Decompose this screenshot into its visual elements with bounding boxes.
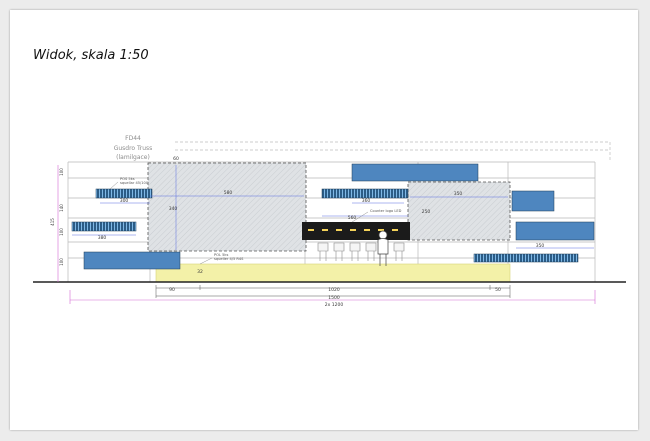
- dim-bottom-right-shelf: 350: [536, 243, 545, 249]
- dim-small-b: 32: [197, 269, 203, 275]
- dim-bottom-right-a: 50: [495, 287, 501, 293]
- dim-small-a: 60: [173, 156, 179, 162]
- dim-top-right-shelf: 360: [362, 198, 371, 204]
- right-screen-panel: [407, 181, 511, 241]
- top-note-line3: (lamilgace): [116, 154, 150, 161]
- bottom-dimension-lines: [155, 285, 511, 298]
- dim-big-screen-width: 580: [224, 190, 233, 196]
- chairs: [317, 242, 405, 261]
- dim-bottom-mid: 1020: [328, 287, 340, 293]
- dim-left-total: 415: [50, 218, 55, 226]
- left-shelf-note-l1: POS 5ks: [120, 177, 135, 181]
- dim-right-screen-height: 250: [422, 209, 431, 215]
- shelf-top-right: [351, 163, 479, 182]
- big-screen-panel: [147, 162, 307, 252]
- top-note-line1: FD44: [125, 135, 141, 142]
- blue-dimension-lines: [72, 165, 594, 250]
- top-note-line2: Gusdro Truss: [114, 145, 153, 152]
- shelf-left-top: [95, 188, 153, 199]
- dim-left-height-2: 140: [59, 204, 64, 212]
- left-shelf-note-l2: squellar 45/100: [120, 181, 149, 185]
- dim-left-height-1: 100: [59, 168, 64, 176]
- page-title: Widok, skala 1:50: [33, 48, 149, 63]
- dim-left-shelf-mid: 380: [98, 235, 107, 241]
- top-dashed-outline: [175, 141, 611, 162]
- counter-lights: [308, 229, 398, 231]
- floor-note-l2: squeller 4/5 R4S: [214, 257, 244, 261]
- dim-left-height-3: 100: [59, 228, 64, 236]
- floor-note-l1: POL 5ks: [214, 253, 229, 257]
- shelf-left-bottom: [83, 251, 181, 270]
- dim-bottom-total: 1500: [328, 295, 340, 301]
- annotation-leaders: [109, 181, 369, 265]
- left-shelf-note: POS 5ks squellar 45/100: [120, 177, 149, 185]
- product-shelves: [71, 163, 595, 270]
- top-note: FD44 Gusdro Truss (lamilgace): [114, 135, 153, 161]
- counter-note: Counter logo LED: [370, 209, 402, 213]
- shelf-mid-right: [321, 188, 409, 199]
- floor-note: POL 5ks squeller 4/5 R4S: [214, 253, 244, 261]
- dim-big-screen-height: 340: [169, 206, 178, 212]
- dim-right-screen-width: 350: [454, 191, 463, 197]
- dim-bottom-left-a: 90: [169, 287, 175, 293]
- dim-left-shelf-top: 300: [120, 198, 129, 204]
- shelf-right-lower: [515, 221, 595, 241]
- drawing-sheet: [10, 10, 638, 430]
- guide-lines: [57, 165, 596, 304]
- dim-counter-width: 560: [348, 215, 357, 221]
- shelf-left-mid: [71, 221, 137, 232]
- shelf-right-upper: [511, 190, 555, 212]
- dim-left-height-4: 100: [59, 258, 64, 266]
- floor-highlight-zone: [155, 263, 511, 283]
- dim-bottom-overall: 2x 1200: [325, 302, 344, 308]
- shelf-bottom-right: [473, 253, 579, 263]
- human-figure: [377, 230, 389, 266]
